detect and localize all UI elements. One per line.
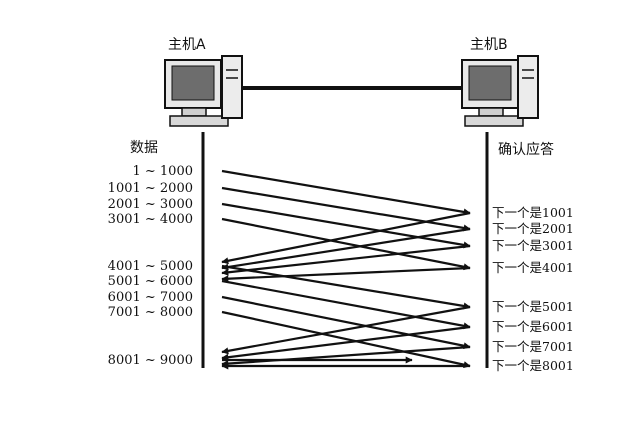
data-segment-label: 5001 ~ 6000 [108, 274, 193, 289]
data-segment-label: 2001 ~ 3000 [108, 197, 193, 212]
data-arrow [221, 264, 471, 310]
data-arrow [221, 186, 471, 232]
ack-arrow [221, 211, 471, 265]
ack-label: 下一个是7001 [492, 339, 574, 354]
ack-arrow [221, 266, 471, 283]
data-segment-label: 3001 ~ 4000 [108, 212, 193, 227]
data-segment-label: 6001 ~ 7000 [108, 290, 193, 305]
ack-label: 下一个是6001 [492, 319, 574, 334]
data-arrow [221, 169, 471, 216]
ack-arrows [221, 211, 471, 370]
ack-arrow [221, 244, 471, 276]
ack-label: 下一个是1001 [492, 205, 574, 220]
data-segment-label: 1 ~ 1000 [132, 164, 193, 179]
data-arrow [221, 279, 471, 330]
data-arrow [221, 310, 471, 369]
ack-arrow [221, 345, 471, 368]
host-b-label: 主机B [470, 37, 508, 53]
host-a-label: 主机A [168, 37, 206, 53]
data-segment-label: 4001 ~ 5000 [108, 259, 193, 274]
ack-arrow [221, 227, 471, 271]
ack-label: 下一个是5001 [492, 299, 574, 314]
data-arrow [221, 217, 471, 271]
host-a-computer-icon [164, 55, 243, 127]
data-segment-label: 7001 ~ 8000 [108, 305, 193, 320]
data-arrow [221, 295, 471, 350]
data-segment-label: 8001 ~ 9000 [108, 353, 193, 368]
data-arrow [221, 202, 471, 249]
ack-label: 下一个是3001 [492, 238, 574, 253]
host-b-computer-icon [461, 55, 539, 127]
ack-label: 下一个是4001 [492, 260, 574, 275]
ack-arrow [221, 305, 471, 355]
data-segment-label: 1001 ~ 2000 [108, 181, 193, 196]
ack-label: 下一个是8001 [492, 358, 574, 373]
ack-column-header: 确认应答 [498, 141, 554, 158]
ack-label: 下一个是2001 [492, 221, 574, 236]
data-column-header: 数据 [130, 140, 158, 156]
ack-arrow [221, 325, 471, 361]
